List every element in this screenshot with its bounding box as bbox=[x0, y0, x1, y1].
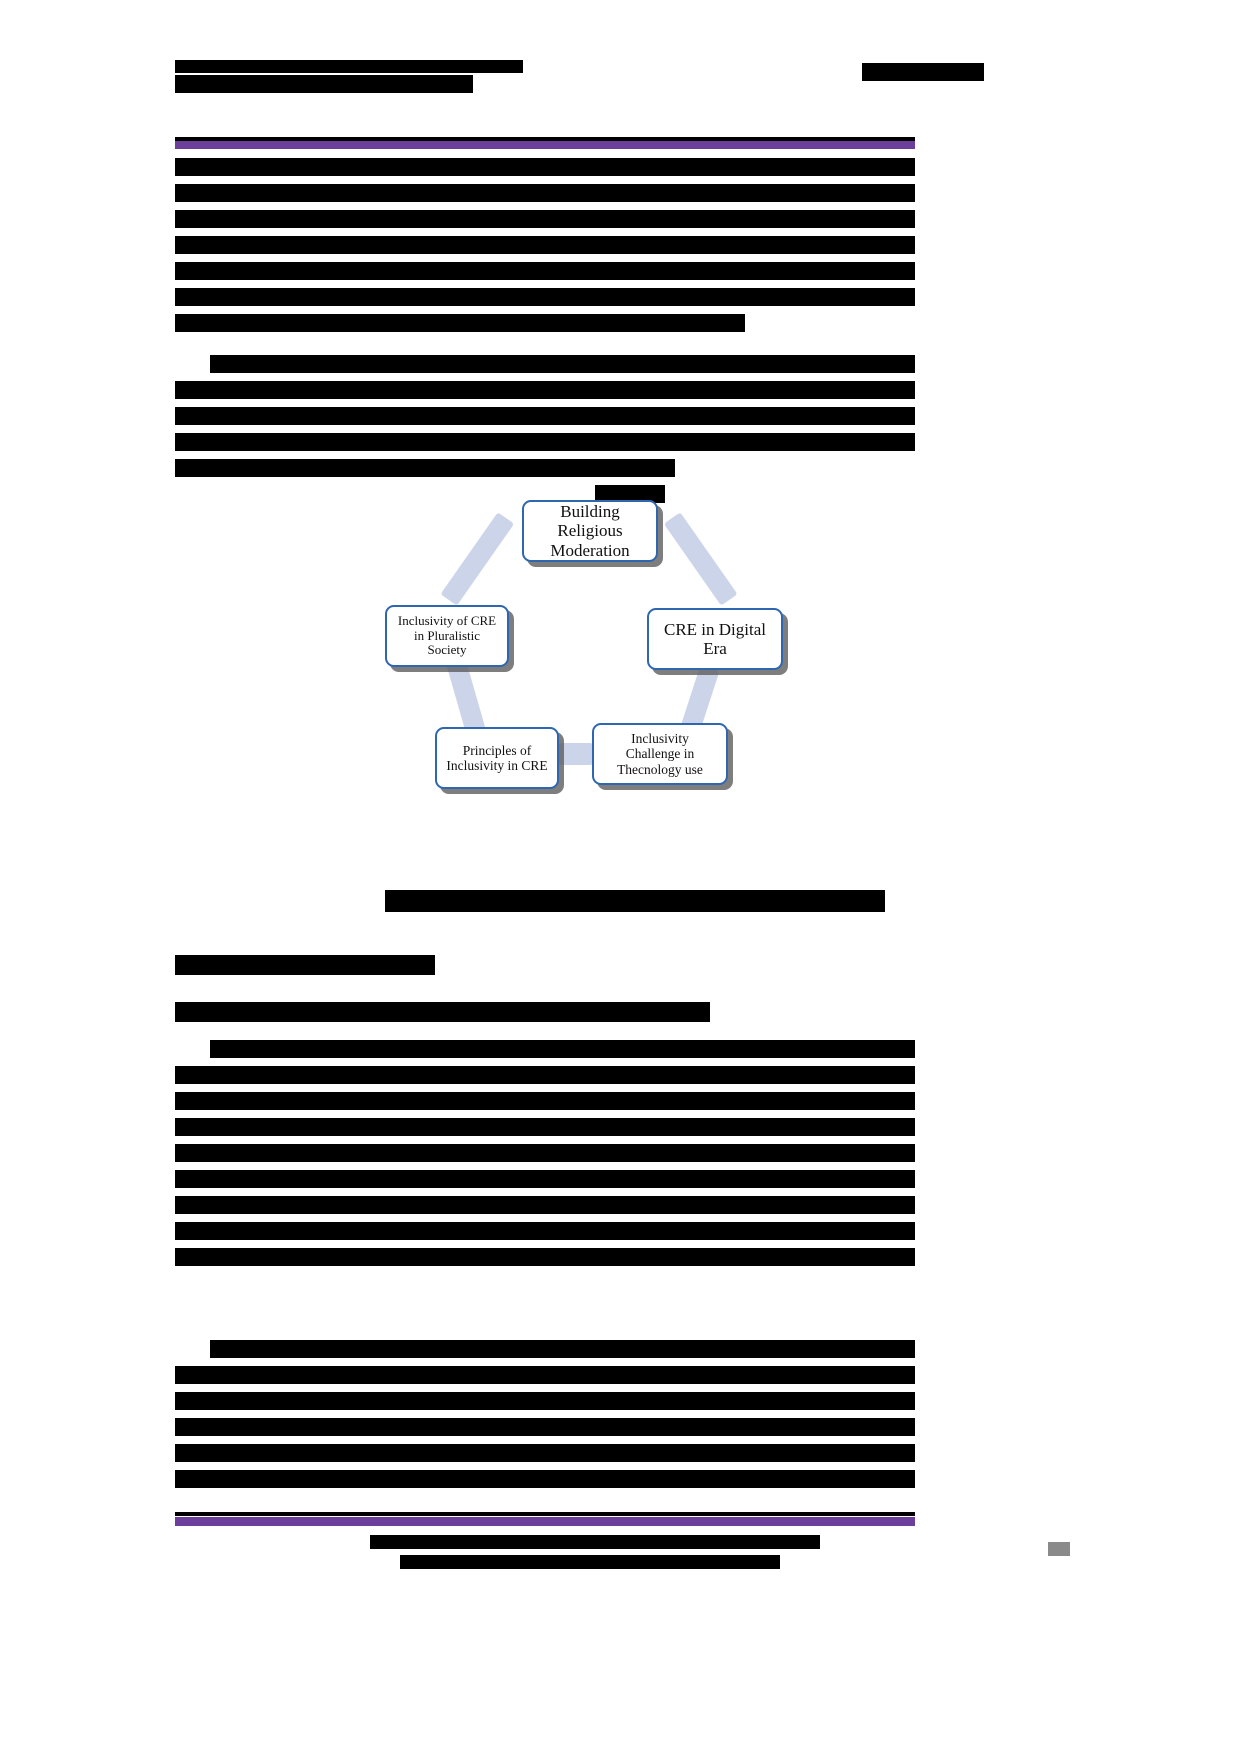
paragraph-3-redacted bbox=[175, 1040, 915, 1274]
footer-citation-redacted bbox=[370, 1535, 820, 1577]
figure-caption-redacted bbox=[385, 890, 885, 912]
section-heading-2-redacted bbox=[175, 1002, 710, 1022]
journal-title-redacted bbox=[175, 60, 523, 73]
paragraph-1-redacted bbox=[175, 158, 915, 340]
arrow-bottom-icon bbox=[559, 743, 593, 765]
page-number-marker bbox=[1048, 1542, 1070, 1556]
footer-rule-purple bbox=[175, 1517, 915, 1526]
arrow-top-left-icon bbox=[440, 512, 515, 606]
footer-rule-black bbox=[175, 1512, 915, 1516]
header-rule-black bbox=[175, 137, 915, 141]
paragraph-2-redacted bbox=[175, 355, 915, 511]
header-right-redacted bbox=[862, 63, 984, 81]
journal-issue-redacted bbox=[175, 75, 473, 93]
page-header bbox=[175, 60, 1075, 100]
arrow-top-right-icon bbox=[663, 512, 738, 606]
paragraph-4-redacted bbox=[175, 1340, 915, 1496]
section-heading-1-redacted bbox=[175, 955, 435, 975]
header-rule-purple bbox=[175, 141, 915, 149]
